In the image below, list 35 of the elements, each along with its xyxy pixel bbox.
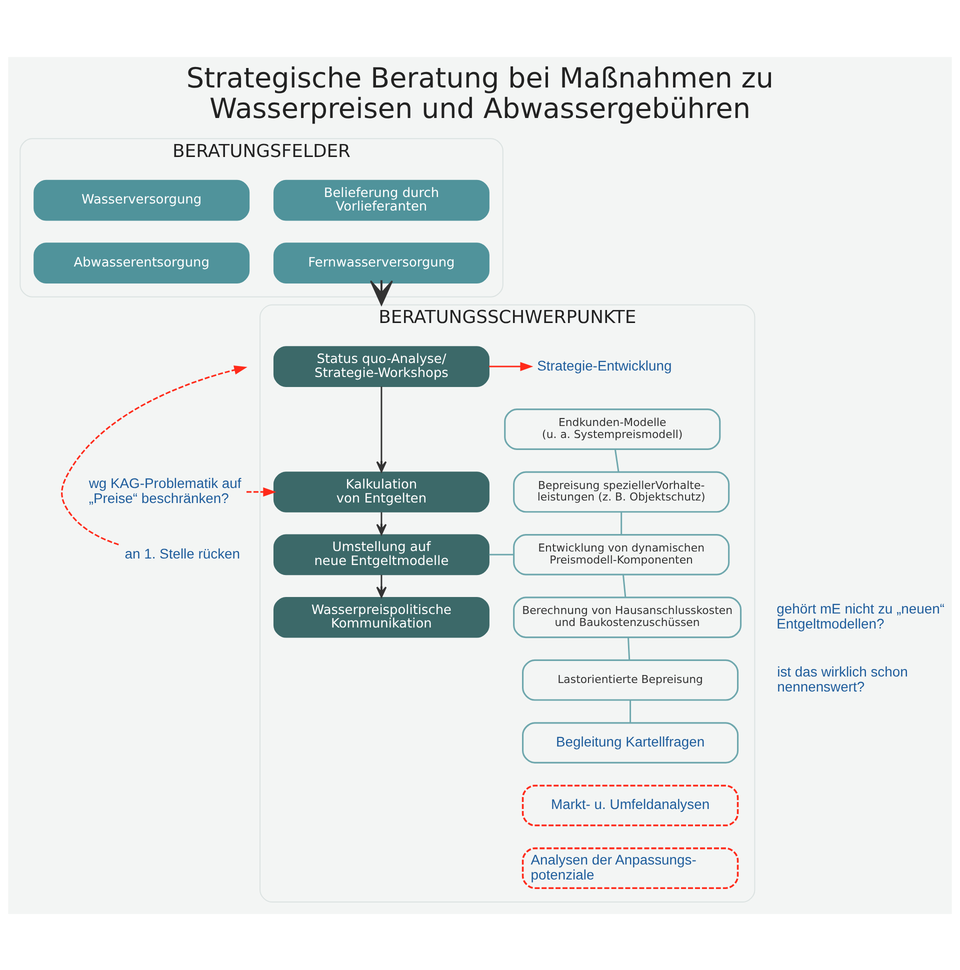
connector — [614, 448, 620, 472]
node-box: Begleitung Kartellfragen — [522, 722, 739, 763]
arrow — [376, 386, 387, 472]
node-box: Markt- u. Umfeldanalysen — [522, 784, 739, 826]
arrow — [376, 574, 387, 598]
connector — [622, 574, 626, 597]
node-box: Status quo-Analyse/ Strategie-Workshops — [273, 346, 490, 386]
arrow — [370, 280, 393, 306]
node-text: wg KAG-Problematik auf „Preise“ beschränken? — [88, 474, 242, 506]
diagram-title: Strategische Beratung bei Maßnahmen zu Wasserpreisen und Abwassergebühren — [186, 60, 774, 125]
node-box: Analysen der Anpassungs- potenziale — [522, 846, 739, 889]
node-text: an 1. Stelle rücken — [124, 544, 240, 561]
connector — [630, 700, 632, 722]
node-label: ist das wirklich schon nennenswert? — [777, 662, 908, 694]
node-box: Belieferung durch Vorlieferanten — [273, 179, 490, 220]
node-box: Berechnung von Hausanschlusskosten und Baukostenzuschüssen — [513, 596, 742, 638]
node-box: Lastorientierte Bepreisung — [522, 658, 739, 700]
node-box: Wasserversorgung — [34, 179, 250, 220]
node-box: Fernwasserversorgung — [273, 242, 490, 283]
connector — [489, 553, 514, 555]
node-box: Wasserpreispolitische Kommunikation — [273, 596, 490, 638]
node-label: gehört mE nicht zu „neuen“ Entgeltmodellen? — [776, 600, 945, 632]
node-box: Abwasserentsorgung — [34, 242, 250, 283]
connector — [628, 637, 630, 660]
node-box: Bepreisung speziellerVorhalte- leistungen (z. B. Objektschutz) — [513, 470, 730, 512]
node-text: Strategie-Entwicklung — [537, 356, 672, 373]
connector — [620, 512, 622, 534]
arrow — [246, 486, 276, 496]
node-box: Endkunden-Modelle (u. a. Systempreismodell) — [504, 408, 721, 450]
node-box: Umstellung auf neue Entgeltmodelle — [273, 534, 490, 575]
node-box: Kalkulation von Entgelten — [273, 471, 490, 512]
arrow — [489, 362, 534, 371]
node-box: Entwicklung von dynamischen Preismodell-Komponenten — [513, 533, 730, 575]
arrow — [376, 512, 387, 535]
arrow — [61, 364, 248, 545]
